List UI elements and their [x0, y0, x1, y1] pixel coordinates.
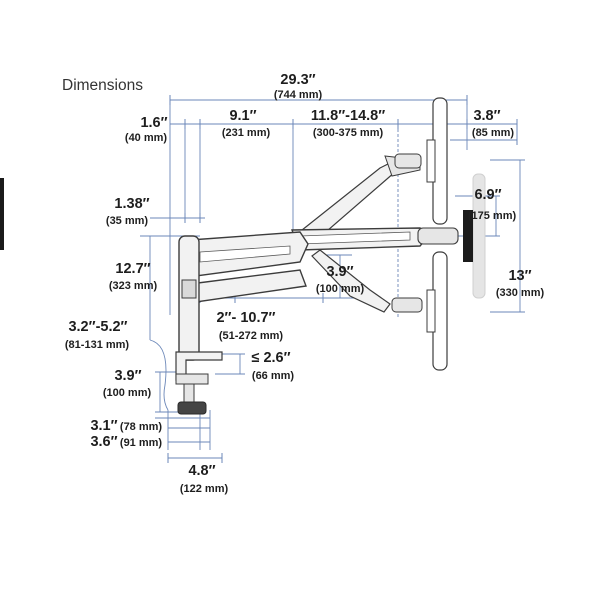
pole-height-value: 12.7″: [115, 261, 150, 277]
clamp-height-metric: (100 mm): [103, 387, 152, 399]
left-edge-bar: [0, 178, 4, 250]
lift-drop-value: 3.9″: [326, 264, 353, 280]
upper-arm-value: 9.1″: [229, 108, 256, 124]
clamp-range-value: 3.2″-5.2″: [68, 319, 127, 335]
base-inner-value: 3.1″: [90, 418, 117, 434]
clamp-range-arc: [149, 339, 169, 411]
upper-arm-lowered: [311, 249, 423, 313]
upper-arm-metric: (231 mm): [222, 127, 271, 139]
clamp-height-value: 3.9″: [114, 368, 141, 384]
total-width-value: 29.3″: [280, 72, 315, 88]
arm-first-segment: [189, 231, 309, 303]
reach-value: 2″- 10.7″: [216, 310, 275, 326]
base-depth-metric: (122 mm): [180, 483, 229, 495]
vertical-range-metric: (330 mm): [496, 287, 545, 299]
pole: [178, 235, 200, 361]
dimension-lines: [140, 95, 525, 463]
lift-drop-metric: (100 mm): [316, 283, 365, 295]
collar-metric: (35 mm): [106, 215, 149, 227]
collar-value: 1.38″: [114, 196, 149, 212]
base-outer-value: 3.6″: [90, 434, 117, 450]
total-width-metric: (744 mm): [274, 89, 323, 101]
desk-thickness-value: ≤ 2.6″: [251, 350, 290, 366]
reach-metric: (51-272 mm): [219, 330, 284, 342]
pole-width-metric: (40 mm): [125, 132, 168, 144]
desk-clamp: [175, 351, 223, 415]
vertical-range-value: 13″: [508, 268, 531, 284]
base-inner-metric: (78 mm): [120, 421, 163, 433]
clamp-range-metric: (81-131 mm): [65, 339, 130, 351]
arm-second-segment: [290, 227, 459, 251]
dimension-labels: 29.3″ (744 mm) 1.6″ (40 mm) 9.1″ (231 mm…: [65, 72, 545, 495]
pole-height-metric: (323 mm): [109, 280, 158, 292]
extension-value: 11.8″-14.8″: [311, 108, 385, 124]
monitor-bottom: [426, 251, 448, 371]
base-outer-metric: (91 mm): [120, 437, 163, 449]
monitor-middle: [463, 210, 473, 262]
base-depth-value: 4.8″: [188, 463, 215, 479]
tilt-range-metric: (175 mm): [468, 210, 517, 222]
monitor-depth-metric: (85 mm): [472, 127, 515, 139]
monitor-top: [426, 97, 448, 225]
desk-thickness-metric: (66 mm): [252, 370, 295, 382]
pole-width-value: 1.6″: [140, 115, 167, 131]
dimensions-heading: Dimensions: [62, 77, 143, 94]
tilt-range-value: 6.9″: [474, 187, 501, 203]
monitor-depth-value: 3.8″: [473, 108, 500, 124]
upper-arm-raised: [290, 153, 422, 245]
extension-metric: (300-375 mm): [313, 127, 384, 139]
